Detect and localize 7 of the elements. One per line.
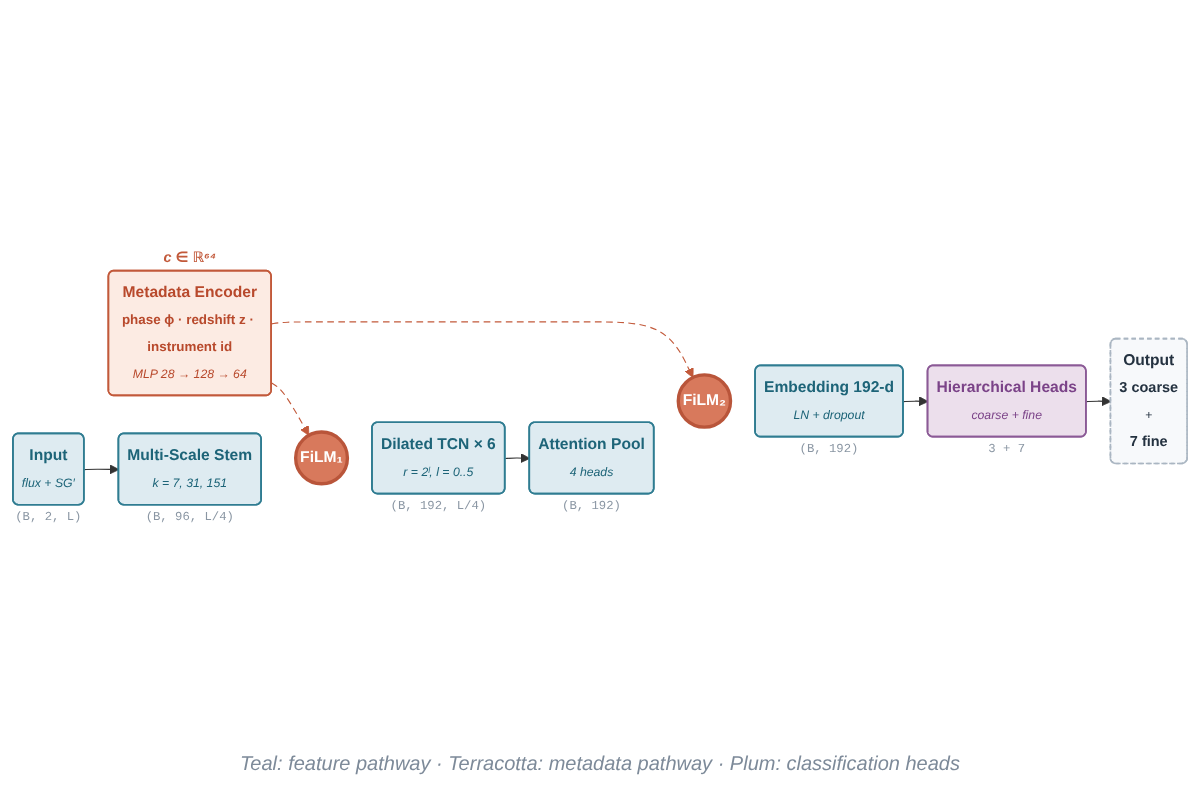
caption: Teal: feature pathway · Terracotta: metadata pathway · Plum: classification heads <box>239 753 960 775</box>
arrow <box>903 395 929 406</box>
arrow <box>83 463 120 474</box>
arrow <box>271 381 310 435</box>
arrow <box>271 320 694 377</box>
arrow <box>1085 395 1112 406</box>
arrow <box>504 452 531 462</box>
